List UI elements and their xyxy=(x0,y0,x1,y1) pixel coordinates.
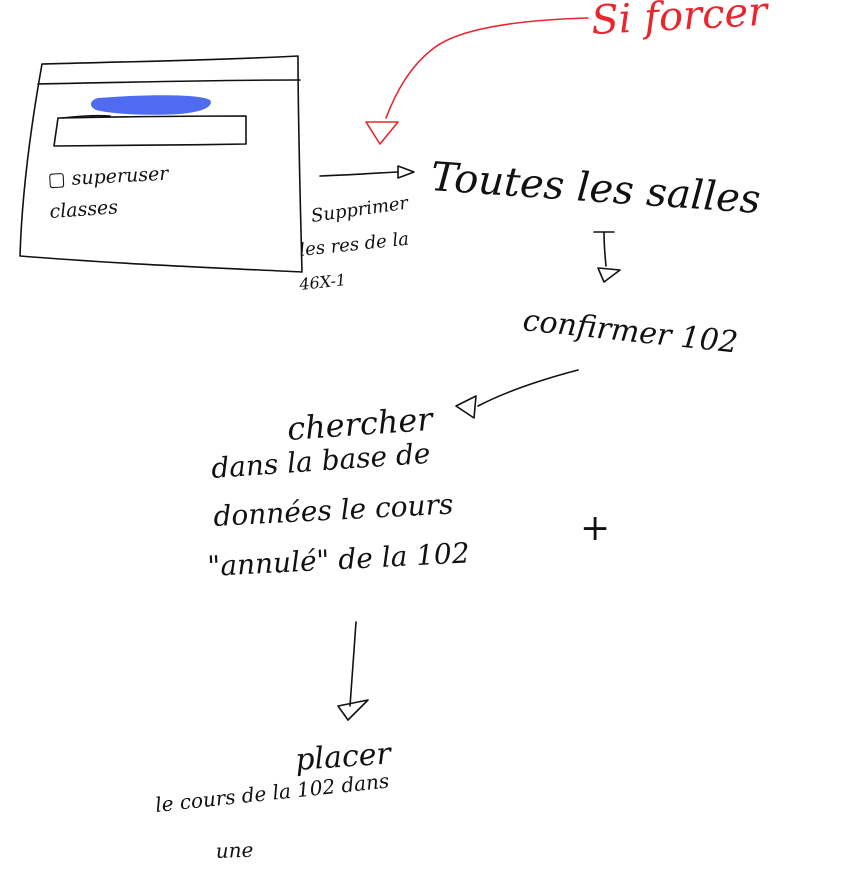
supprimer-line3: 46X-1 xyxy=(297,270,346,294)
toutes-les-salles-label: Toutes les salles xyxy=(429,154,762,223)
confirmer-label: confirmer 102 xyxy=(521,303,739,360)
arrow-to-placer xyxy=(337,621,369,721)
placer-line2: le cours de la 102 dans xyxy=(154,769,390,817)
plus-sign: + xyxy=(580,508,610,549)
red-arrow xyxy=(365,17,589,145)
chercher-line4: "annulé" de la 102 xyxy=(207,536,471,583)
supprimer-line2: les res de la xyxy=(298,229,410,261)
arrow-to-chercher xyxy=(455,369,579,419)
si-forcer-label: Si forcer xyxy=(590,0,771,44)
arrow-to-toutes xyxy=(319,165,415,179)
placer-line1: placer xyxy=(294,736,393,778)
supprimer-line1: Supprimer xyxy=(310,192,411,227)
mockup-window: ▢ superuser classes xyxy=(19,55,303,273)
placer-line3: une xyxy=(215,838,253,863)
chercher-line3: données le cours xyxy=(213,487,454,533)
chercher-line2: dans la base de xyxy=(210,437,431,485)
blurred-text-highlight xyxy=(90,95,211,115)
arrow-to-confirmer xyxy=(593,231,621,283)
classes-label: classes xyxy=(49,196,119,223)
superuser-checkbox-label: ▢ superuser xyxy=(47,163,171,191)
